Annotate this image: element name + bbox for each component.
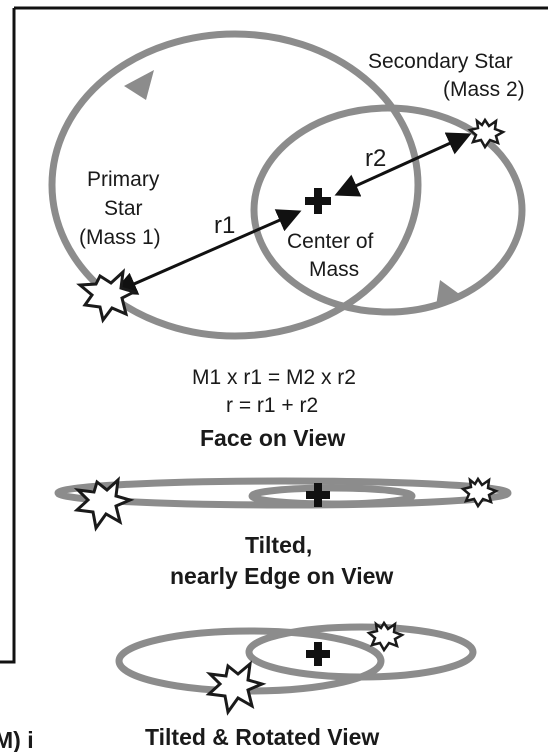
primary-star-label-line3: (Mass 1) (79, 226, 161, 249)
edge-on-secondary-star-icon (460, 476, 499, 509)
rotated-center-of-mass-marker (306, 642, 330, 666)
rotated-secondary-star-icon (366, 620, 405, 653)
orbit-direction-arrow-1 (124, 70, 154, 100)
r2-arrow (334, 132, 472, 197)
r1-arrow (112, 209, 302, 295)
r2-label: r2 (365, 145, 386, 172)
edge-on-view-title-line1: Tilted, (245, 532, 312, 558)
secondary-star-label-line2: (Mass 2) (443, 78, 525, 101)
rotated-primary-orbit (115, 627, 385, 695)
center-of-mass-label-line2: Mass (309, 258, 359, 281)
frame-border (0, 6, 548, 664)
center-of-mass-label-line1: Center of (287, 230, 374, 253)
edge-on-view-title-line2: nearly Edge on View (170, 563, 393, 589)
edge-on-primary-star-icon (73, 476, 135, 532)
cut-off-text-fragment: M) i (0, 727, 34, 752)
r1-label: r1 (214, 212, 235, 239)
center-of-mass-marker (305, 188, 331, 214)
primary-star-label-line1: Primary (87, 168, 160, 191)
primary-star-icon (76, 268, 139, 324)
orbit-direction-arrow-2 (436, 280, 462, 306)
face-on-view: Secondary Star (Mass 2) Primary Star (Ma… (48, 30, 526, 451)
equation-separation: r = r1 + r2 (226, 394, 318, 417)
edge-on-center-of-mass-marker (306, 483, 330, 507)
rotated-primary-star-icon (205, 660, 267, 716)
secondary-star-label-line1: Secondary Star (368, 50, 513, 73)
rotated-view: Tilted & Rotated View (115, 620, 477, 750)
face-on-view-title: Face on View (200, 425, 345, 451)
equation-mass-ratio: M1 x r1 = M2 x r2 (192, 366, 356, 389)
edge-on-secondary-orbit (248, 484, 416, 508)
rotated-view-title: Tilted & Rotated View (145, 724, 379, 750)
primary-star-label-line2: Star (104, 197, 143, 220)
rotated-secondary-orbit (245, 623, 477, 681)
secondary-star-icon (467, 117, 506, 150)
edge-on-view: Tilted, nearly Edge on View (54, 476, 512, 589)
